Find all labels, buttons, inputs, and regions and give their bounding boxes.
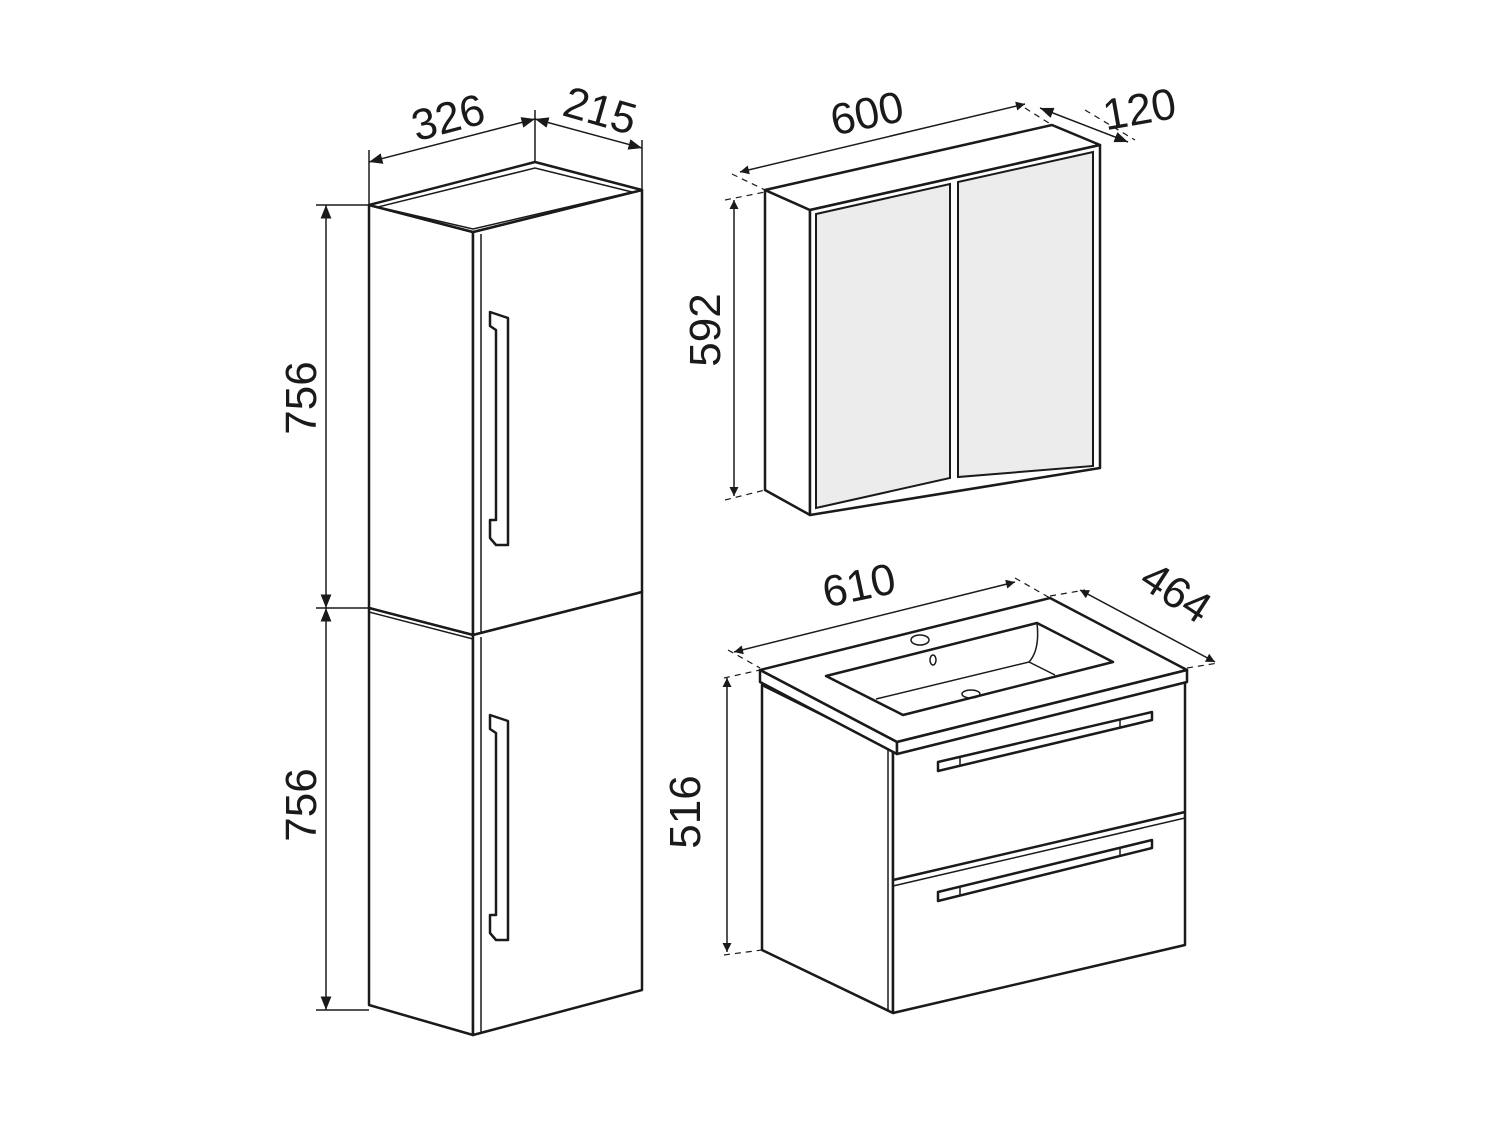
drawer-handle [936,838,1154,903]
dimension-label-depth: 120 [1099,79,1180,140]
dimension-label-depth: 464 [1132,552,1220,633]
tall-cabinet-lower-module [367,590,644,1037]
drain-hole [961,689,981,699]
overflow-hole [929,654,937,666]
mirror-cabinet: 600 120 592 [681,79,1180,517]
door-handle [488,310,510,547]
mirror-cabinet-dimensions: 600 120 592 [681,79,1180,501]
mirror-door-right [957,150,1094,479]
tall-cabinet: 326 215 756 756 [277,77,644,1037]
dimension-label-height: 592 [681,293,730,366]
mirror-door-left [815,182,951,510]
dimension-label-depth: 215 [558,77,642,144]
dimension-label-lower-height: 756 [277,768,326,841]
drawer-handle [936,710,1154,773]
tall-cabinet-upper-module [367,160,644,637]
dimension-label-width: 600 [826,82,908,145]
door-handle [488,713,510,942]
dimension-label-upper-height: 756 [277,361,326,434]
vanity-unit: 610 464 516 [661,552,1220,1015]
dimension-label-width: 326 [406,85,490,151]
dimension-label-width: 610 [818,554,900,617]
dimension-label-height: 516 [661,775,710,848]
